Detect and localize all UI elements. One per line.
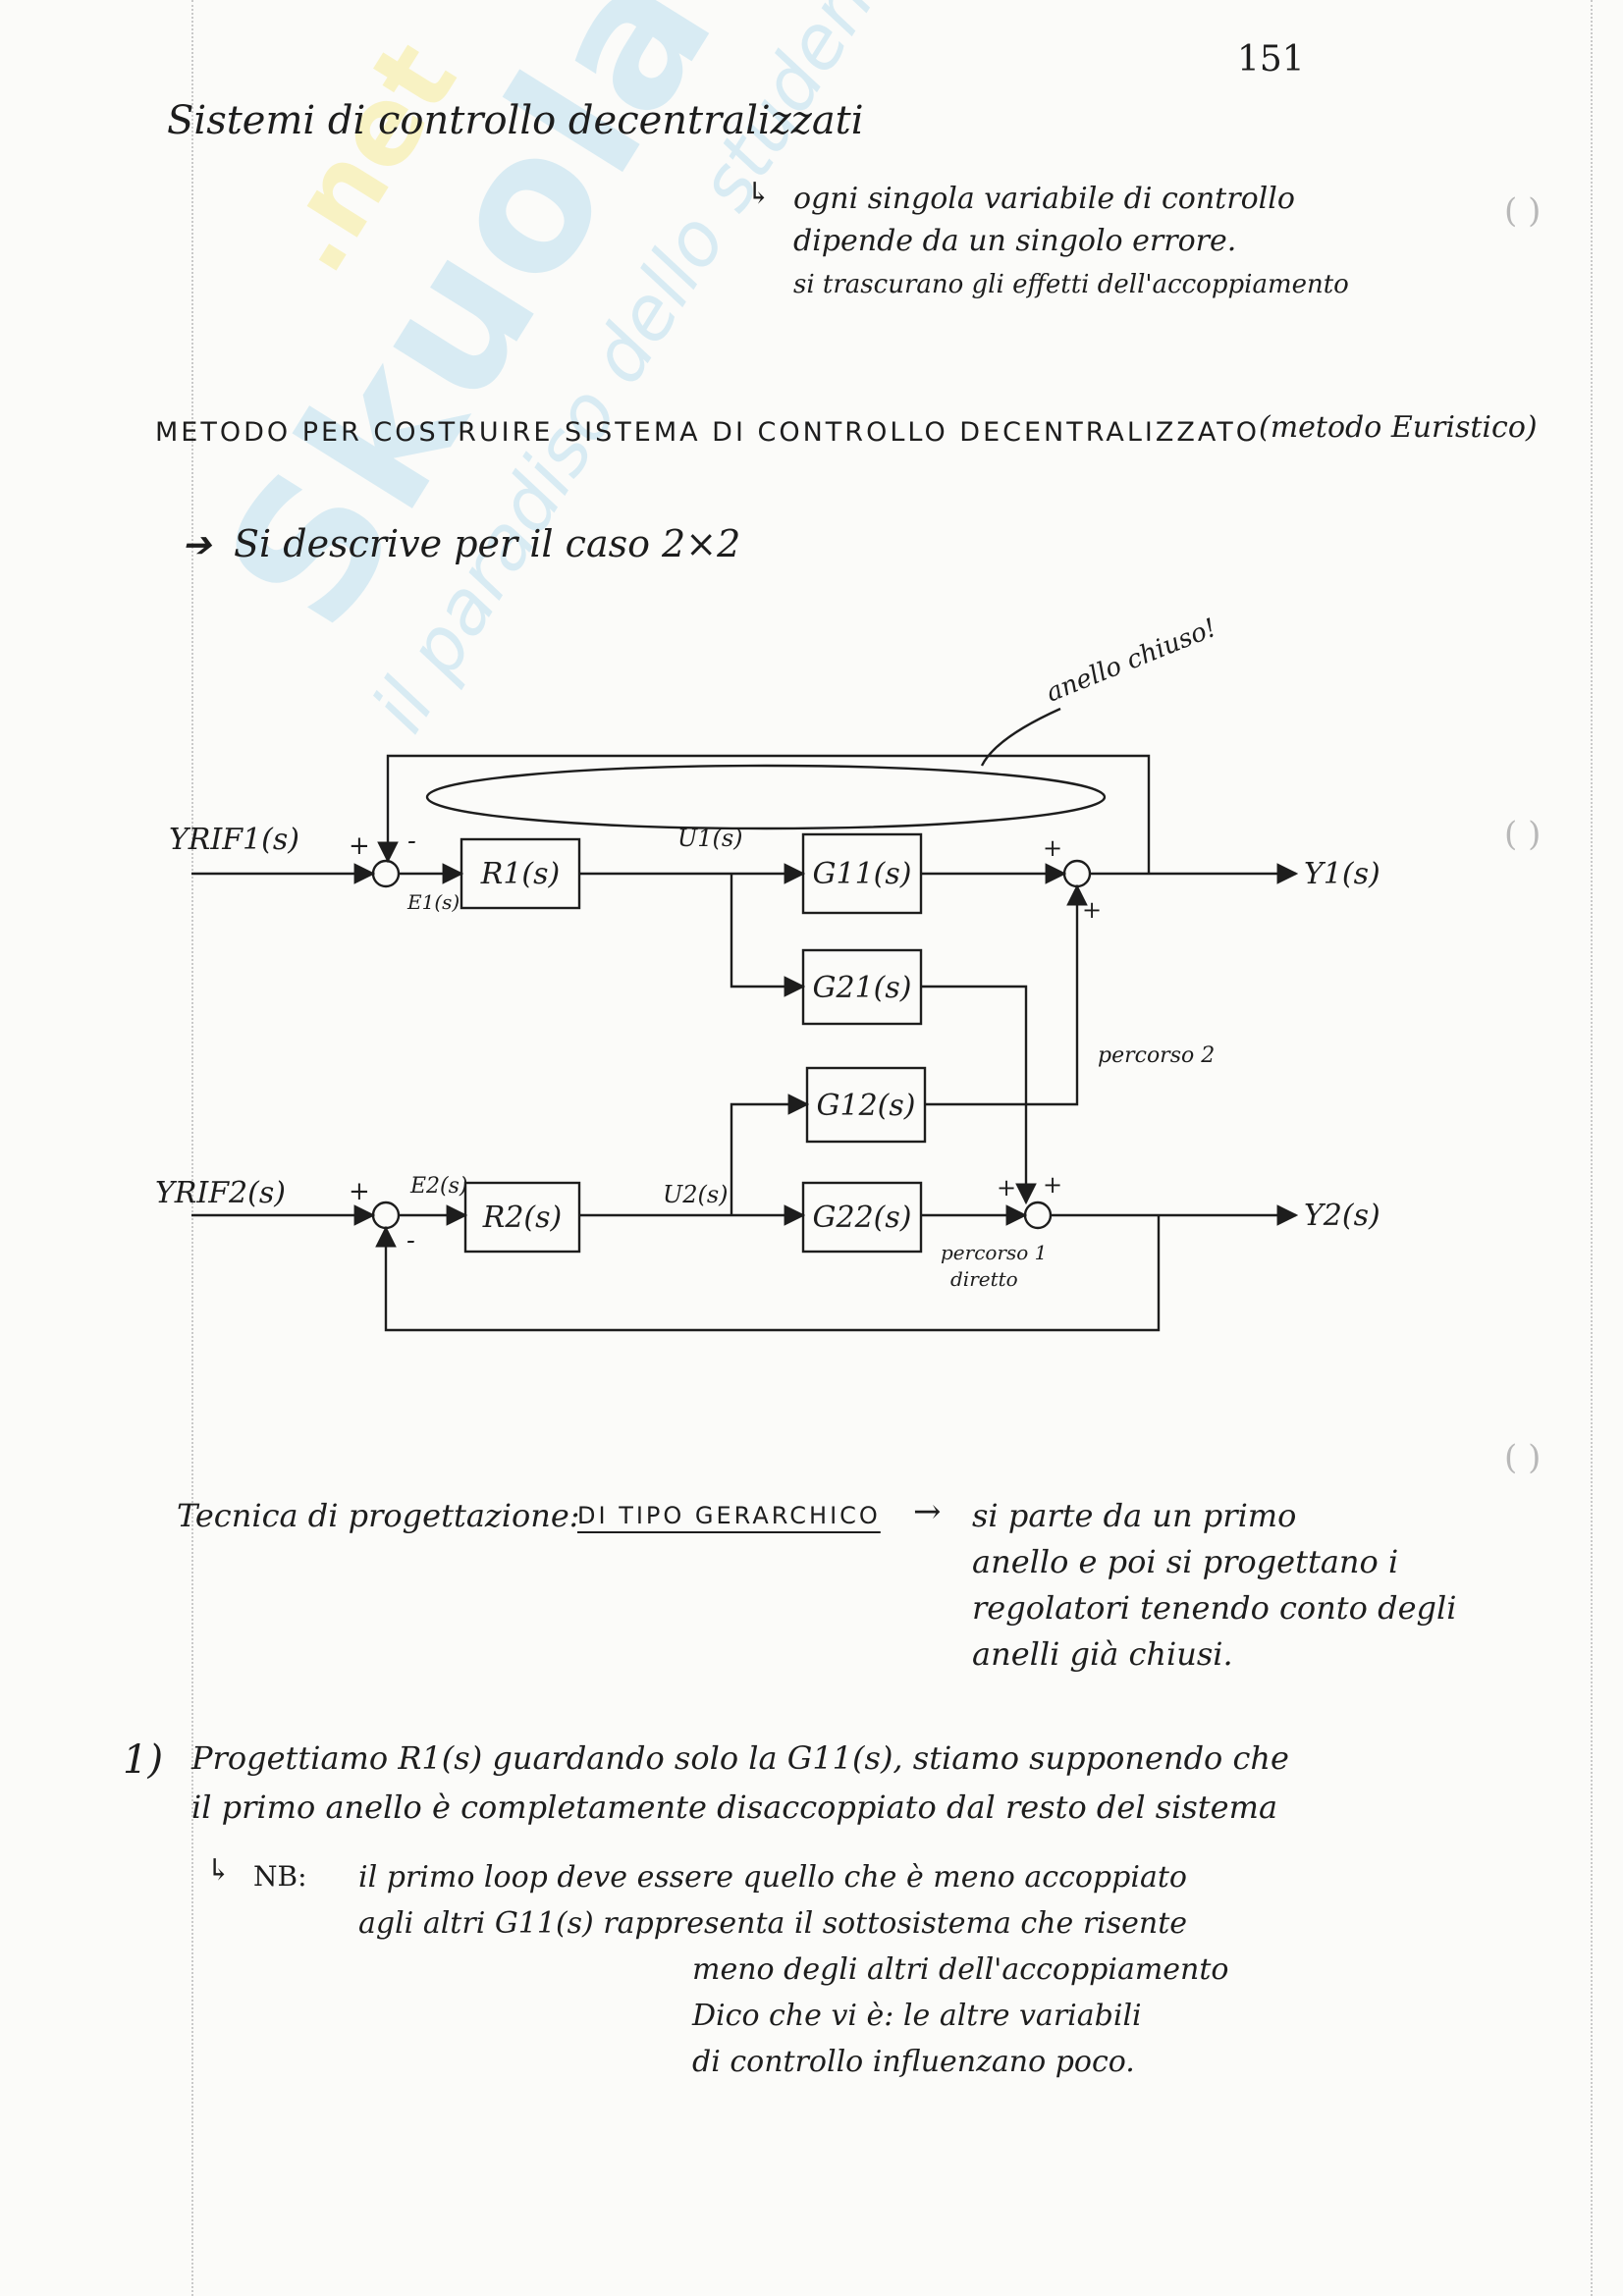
nb-line: Dico che vi è: le altre variabili xyxy=(692,1999,1142,2033)
case-line: Si descrive per il caso 2×2 xyxy=(234,522,741,565)
nb-line: agli altri G11(s) rappresenta il sottosi… xyxy=(358,1906,1188,1941)
control-1-label: U1(s) xyxy=(677,825,743,852)
margin-grid-line xyxy=(191,0,193,2296)
case-arrow-icon: ➔ xyxy=(182,525,212,565)
technique-desc-line: anello e poi si progettano i xyxy=(972,1543,1399,1580)
plus-sign: + xyxy=(997,1174,1016,1201)
minus-sign: - xyxy=(406,1226,415,1255)
technique-desc-line: si parte da un primo xyxy=(972,1497,1297,1534)
path-2-label: percorso 2 xyxy=(1098,1043,1215,1068)
nb-arrow-icon: ↳ xyxy=(206,1853,232,1888)
closed-loop-note: anello chiuso! xyxy=(1042,614,1220,709)
page-number: 151 xyxy=(1237,39,1305,80)
error-2-label: E2(s) xyxy=(409,1174,468,1199)
method-note: (metodo Euristico) xyxy=(1259,410,1538,445)
block-r2-label: R2(s) xyxy=(482,1201,562,1235)
summing-junction-y1 xyxy=(1062,859,1092,888)
nb-line: meno degli altri dell'accoppiamento xyxy=(692,1952,1229,1987)
path-1-label-b: diretto xyxy=(950,1267,1018,1291)
intro-arrow-icon: ↳ xyxy=(746,177,772,211)
intro-line: si trascurano gli effetti dell'accoppiam… xyxy=(793,270,1349,299)
intro-line: dipende da un singolo errore. xyxy=(793,224,1237,258)
technique-desc-line: regolatori tenendo conto degli xyxy=(972,1589,1457,1627)
summing-junction-2 xyxy=(371,1201,401,1230)
plus-sign: + xyxy=(1082,896,1102,924)
step-line: il primo anello è completamente disaccop… xyxy=(191,1789,1278,1826)
step-line: Progettiamo R1(s) guardando solo la G11(… xyxy=(191,1739,1289,1777)
path-1-label: percorso 1 xyxy=(941,1241,1047,1264)
nb-label: NB: xyxy=(253,1860,307,1893)
technique-desc-line: anelli già chiusi. xyxy=(972,1635,1233,1673)
step-number: 1) xyxy=(123,1737,164,1783)
margin-grid-line xyxy=(1591,0,1593,2296)
technique-type: DI TIPO GERARCHICO xyxy=(577,1502,881,1529)
input-1-label: YRIF1(s) xyxy=(169,823,299,857)
plus-sign: + xyxy=(1043,1171,1062,1199)
binder-hole-mark: ( ) xyxy=(1504,191,1542,231)
page-title: Sistemi di controllo decentralizzati xyxy=(167,98,864,143)
block-g11-label: G11(s) xyxy=(813,857,912,891)
block-g22-label: G22(s) xyxy=(813,1201,912,1235)
minus-sign: - xyxy=(407,827,416,856)
summing-junction-1 xyxy=(371,859,401,888)
technique-arrow: → xyxy=(913,1492,942,1531)
block-g21-label: G21(s) xyxy=(813,971,912,1005)
plus-sign: + xyxy=(349,1177,370,1206)
error-1-label: E1(s) xyxy=(406,890,460,914)
plus-sign: + xyxy=(349,831,370,861)
input-2-label: YRIF2(s) xyxy=(155,1176,286,1210)
output-2-label: Y2(s) xyxy=(1304,1199,1380,1233)
summing-junction-y2 xyxy=(1023,1201,1053,1230)
control-2-label: U2(s) xyxy=(663,1181,729,1208)
closed-loop-ellipse xyxy=(425,764,1107,830)
output-1-label: Y1(s) xyxy=(1304,857,1380,891)
technique-label: Tecnica di progettazione: xyxy=(177,1497,580,1534)
intro-line: ogni singola variabile di controllo xyxy=(793,182,1295,216)
block-g12-label: G12(s) xyxy=(817,1089,916,1123)
binder-hole-mark: ( ) xyxy=(1504,1438,1542,1477)
method-heading: METODO PER COSTRUIRE SISTEMA DI CONTROLL… xyxy=(155,417,1260,448)
nb-line: il primo loop deve essere quello che è m… xyxy=(358,1860,1187,1895)
binder-hole-mark: ( ) xyxy=(1504,815,1542,854)
block-r1-label: R1(s) xyxy=(480,857,560,891)
plus-sign: + xyxy=(1043,834,1062,862)
block-diagram: R1(s) G11(s) G21(s) G12(s) R2(s) G22(s) … xyxy=(155,614,1380,1332)
nb-line: di controllo influenzano poco. xyxy=(692,2045,1135,2079)
